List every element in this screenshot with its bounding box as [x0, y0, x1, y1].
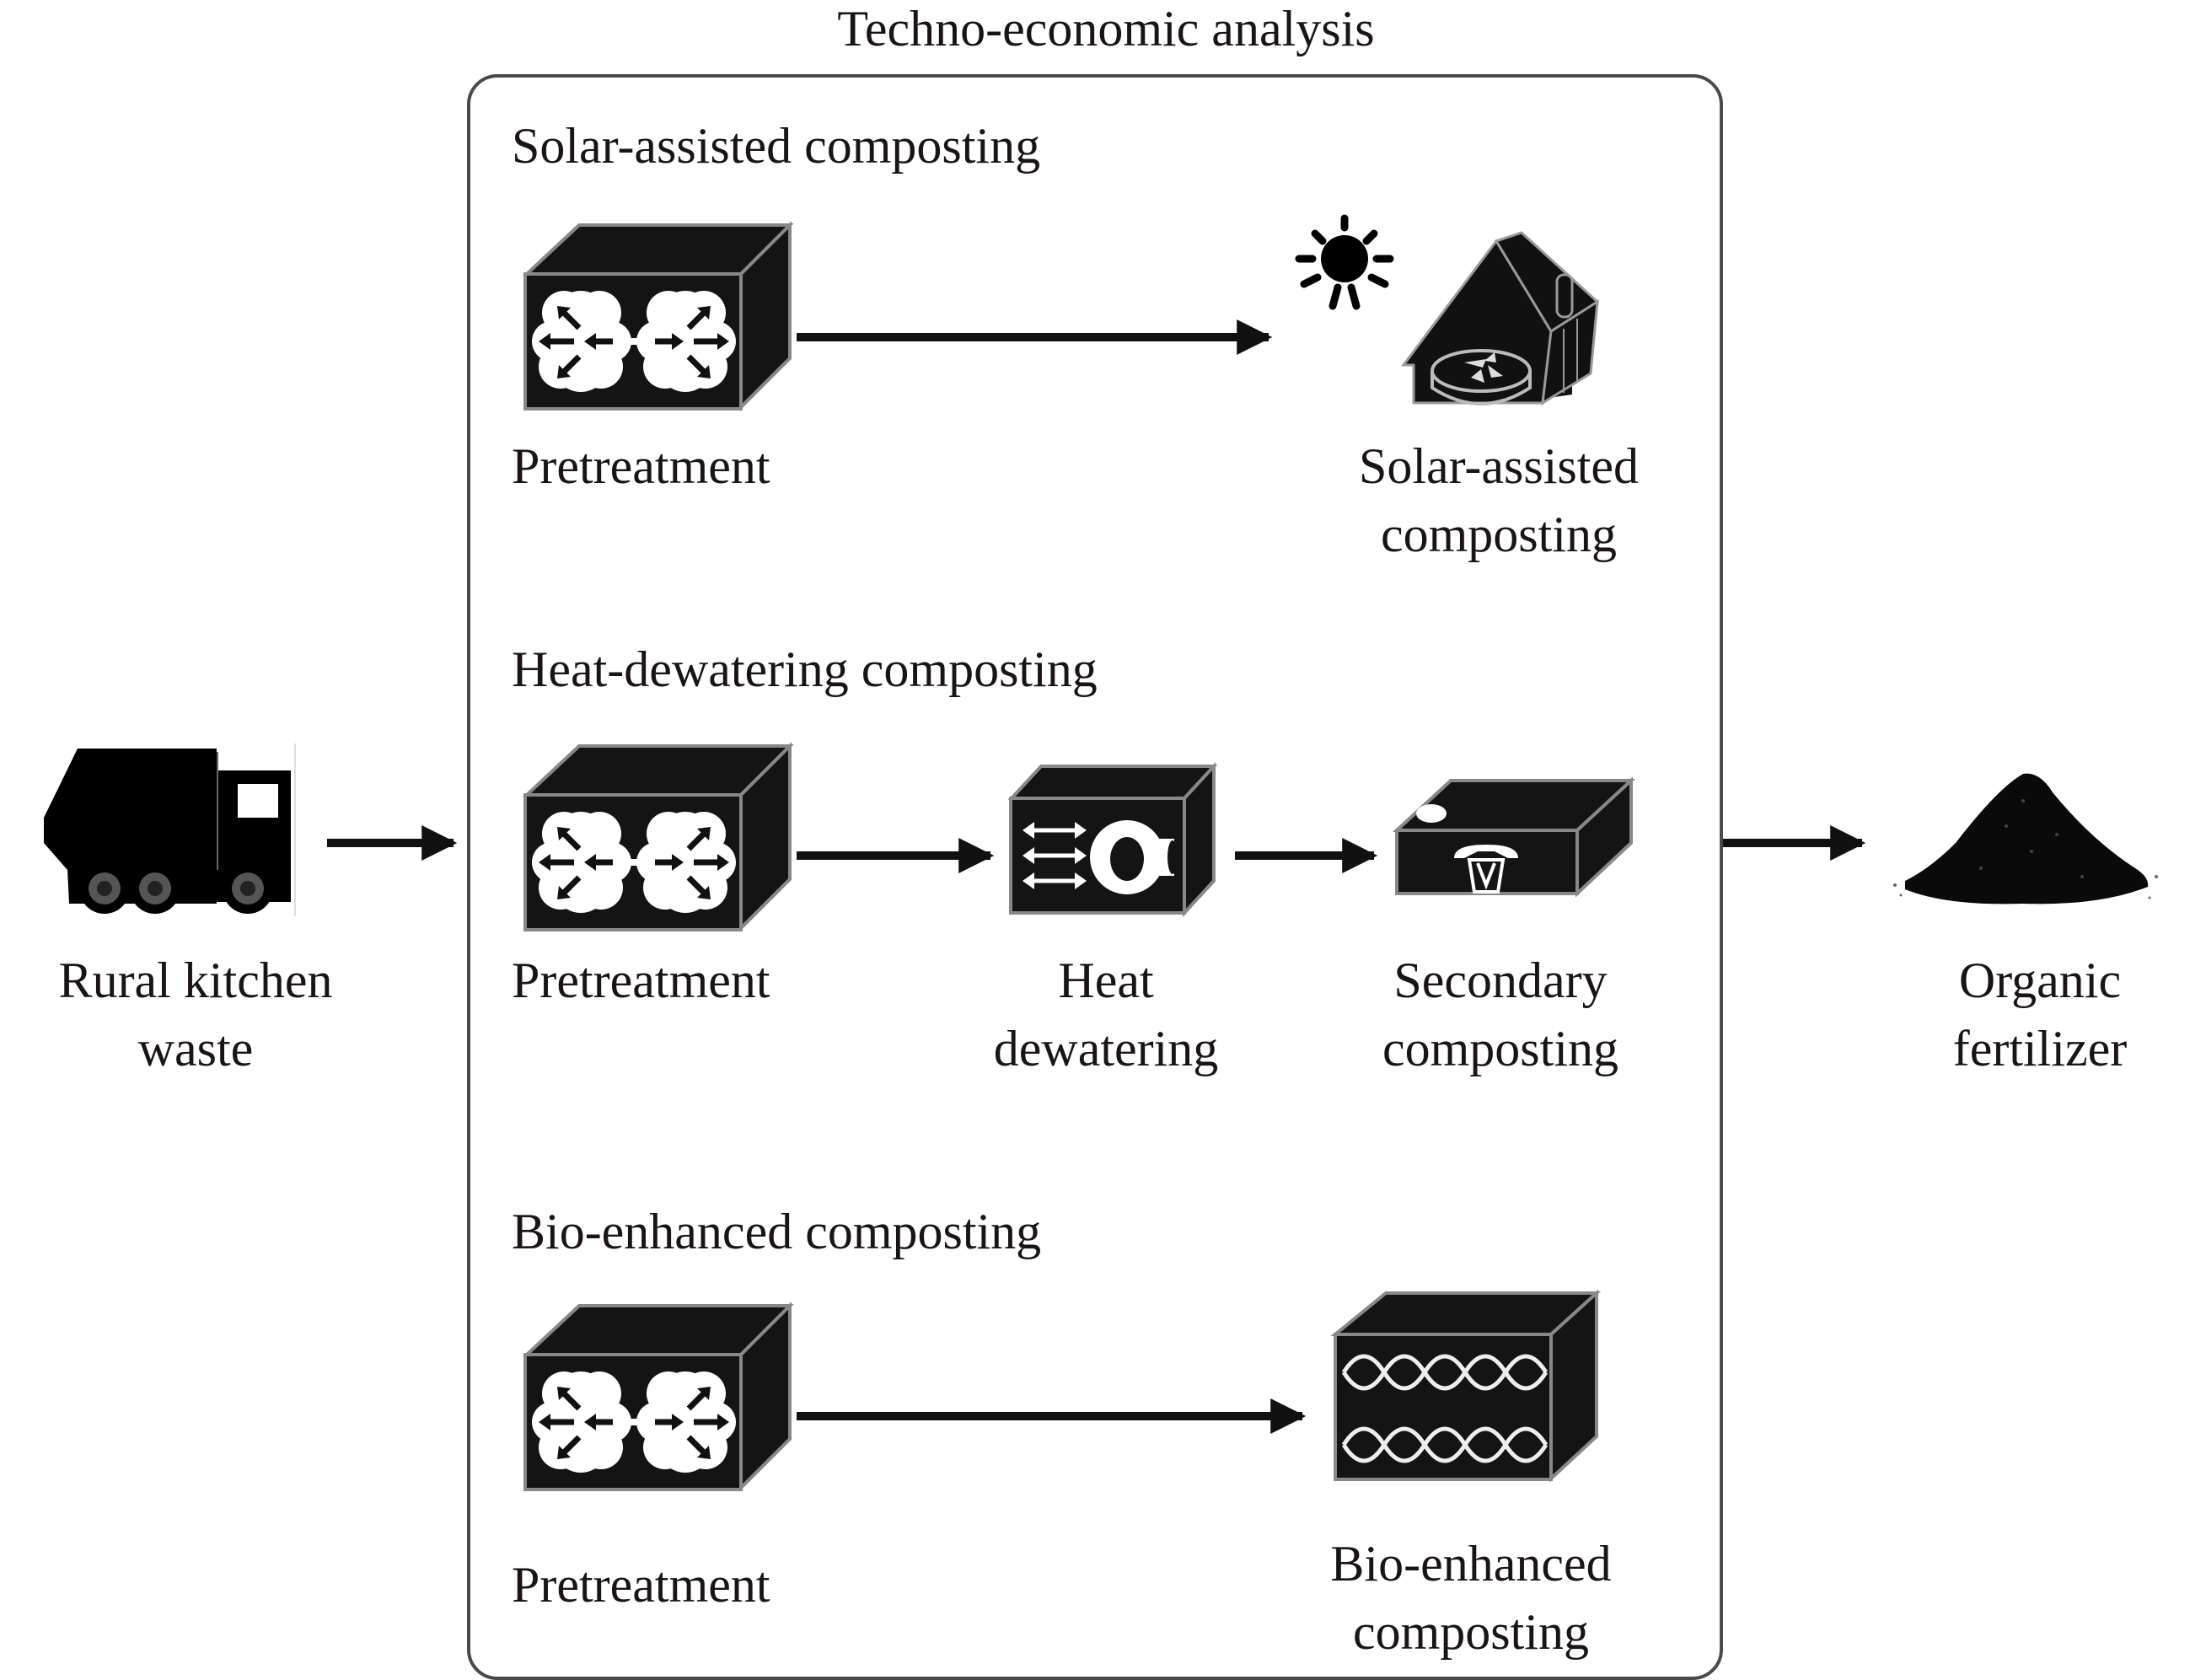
sun-icon — [1294, 214, 1399, 314]
output-label-line1: Organic — [1958, 953, 2122, 1008]
arrow-bio-pre-to-bio — [797, 1398, 1307, 1434]
arrow-solar-pre-to-solar — [797, 319, 1273, 355]
pretreatment-box-icon — [520, 223, 798, 413]
output-label-line2: fertilizer — [1952, 1021, 2128, 1076]
route-bio-step2-label-line2: composting — [1353, 1604, 1589, 1660]
arrow-frame-to-output — [1723, 825, 1866, 861]
route-solar-step1-label: Pretreatment — [512, 438, 770, 494]
pretreatment-box-icon — [520, 744, 798, 934]
heat-dewatering-box-icon — [1007, 761, 1218, 919]
arrow-heat-pre-to-dewater — [797, 838, 995, 873]
compost-pile-icon — [1880, 742, 2166, 910]
route-bio-step2-label-line1: Bio-enhanced — [1330, 1536, 1612, 1591]
route-heat-step2-label-line2: dewatering — [993, 1021, 1219, 1076]
garbage-truck-icon — [44, 743, 297, 916]
arrow-input-to-frame — [327, 825, 458, 861]
diagram-title: Techno-economic analysis — [837, 1, 1375, 56]
bio-enhanced-box-icon — [1330, 1288, 1602, 1486]
secondary-composting-box-icon — [1392, 776, 1636, 898]
solar-house-icon — [1401, 226, 1606, 407]
route-heat-step3-label-line2: composting — [1382, 1021, 1618, 1076]
route-bio-heading: Bio-enhanced composting — [512, 1204, 1042, 1259]
input-label-line1: Rural kitchen — [58, 953, 333, 1008]
input-label-line2: waste — [137, 1021, 254, 1076]
route-bio-step1-label: Pretreatment — [512, 1557, 770, 1613]
route-heat-heading: Heat-dewatering composting — [512, 641, 1098, 697]
arrow-heat-dewater-to-secondary — [1235, 838, 1378, 873]
route-heat-step1-label: Pretreatment — [512, 953, 770, 1008]
route-solar-step2-label-line1: Solar-assisted — [1358, 438, 1640, 494]
route-solar-heading: Solar-assisted composting — [512, 118, 1041, 174]
route-solar-step2-label-line2: composting — [1381, 507, 1617, 562]
route-heat-step3-label-line1: Secondary — [1393, 953, 1608, 1008]
route-heat-step2-label-line1: Heat — [1058, 953, 1154, 1008]
pretreatment-box-icon — [520, 1304, 798, 1494]
